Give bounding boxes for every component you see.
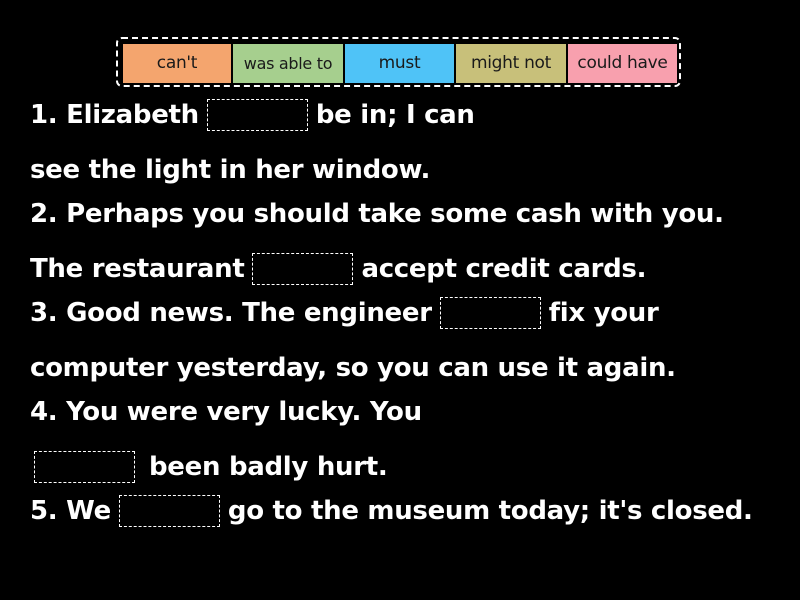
answer-slot-2[interactable] xyxy=(252,253,354,285)
sentence-2-continuation: The restaurant accept credit cards. xyxy=(30,253,646,285)
sentence-text: computer yesterday, so you can use it ag… xyxy=(30,352,676,383)
sentence-text: 3. Good news. The engineer xyxy=(30,298,432,328)
sentence-text: 4. You were very lucky. You xyxy=(30,396,422,427)
sentence-2: 2. Perhaps you should take some cash wit… xyxy=(30,198,724,229)
word-tile-was-able-to[interactable]: was able to xyxy=(233,44,343,83)
sentence-text: accept credit cards. xyxy=(361,254,647,284)
sentence-text: 1. Elizabeth xyxy=(30,100,199,130)
sentence-text: see the light in her window. xyxy=(30,154,431,185)
sentence-5: 5. We go to the museum today; it's closed… xyxy=(30,495,753,527)
word-tile-must[interactable]: must xyxy=(345,44,454,83)
sentence-text: fix your xyxy=(548,298,659,328)
word-bank: can't was able to must might not could h… xyxy=(116,37,681,87)
answer-slot-3[interactable] xyxy=(439,297,541,329)
sentence-1-continuation: see the light in her window. xyxy=(30,154,430,185)
word-tile-might-not[interactable]: might not xyxy=(456,44,566,83)
sentence-4: 4. You were very lucky. You xyxy=(30,396,422,427)
sentence-text: go to the museum today; it's closed. xyxy=(227,496,753,526)
sentence-1: 1. Elizabeth be in; I can xyxy=(30,99,475,131)
sentence-text: The restaurant xyxy=(30,254,245,284)
sentence-4-continuation: been badly hurt. xyxy=(34,451,388,483)
word-tile-could-have[interactable]: could have xyxy=(568,44,677,83)
answer-slot-5[interactable] xyxy=(118,495,220,527)
sentence-text: be in; I can xyxy=(315,100,475,130)
sentence-text: 2. Perhaps you should take some cash wit… xyxy=(30,198,724,229)
sentence-text: been badly hurt. xyxy=(149,452,388,482)
answer-slot-1[interactable] xyxy=(206,99,308,131)
sentence-3-continuation: computer yesterday, so you can use it ag… xyxy=(30,352,676,383)
sentence-3: 3. Good news. The engineer fix your xyxy=(30,297,659,329)
answer-slot-4[interactable] xyxy=(34,451,135,483)
word-tile-cant[interactable]: can't xyxy=(123,44,231,83)
sentence-text: 5. We xyxy=(30,496,111,526)
